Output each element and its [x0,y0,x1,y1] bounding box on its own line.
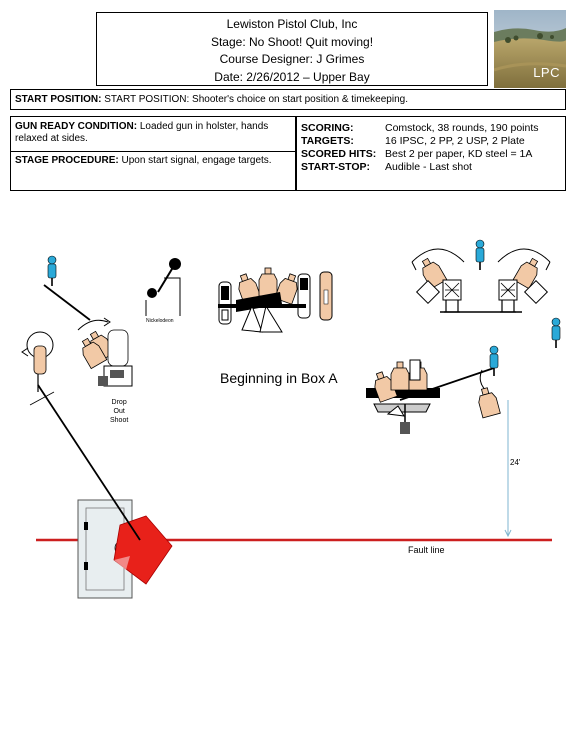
red-wedge-shape [113,515,173,585]
scored-hits-value: Best 2 per paper, KD steel = 1A [385,148,533,160]
gun-ready-label: GUN READY CONDITION: [15,121,138,132]
swinger-target-cluster-right [411,248,551,313]
beginning-label: Beginning in Box A [220,370,338,386]
targets-value: 16 IPSC, 2 PP, 2 USP, 2 Plate [385,135,525,147]
stage-date: Date: 2/26/2012 – Upper Bay [214,69,370,84]
nickelodeon-label: Nickelodeon [146,318,174,324]
scoring-box: SCORING: Comstock, 38 rounds, 190 points… [296,116,566,191]
start-position-text: START POSITION: Shooter's choice on star… [104,94,408,105]
scored-hits-key: SCORED HITS: [301,148,377,160]
drop-label-line: Shoot [110,417,129,424]
logo-text: LPC [533,65,560,80]
nickelodeon-target [145,258,181,316]
start-stop-key: START-STOP: [301,161,371,173]
gun-ready-condition: GUN READY CONDITION: Loaded gun in holst… [15,121,291,145]
right-target-array [366,359,440,434]
club-logo-photo: LPC [494,10,566,88]
stage-header: Lewiston Pistol Club, Inc Stage: No Shoo… [96,12,488,86]
start-position-bar: START POSITION: START POSITION: Shooter'… [10,89,566,110]
fault-line-label: Fault line [408,545,445,555]
course-designer: Course Designer: J Grimes [219,52,365,66]
no-shoot-target [551,317,561,349]
stage-procedure-text: Upon start signal, engage targets. [118,155,272,166]
swinger-target-left [21,331,54,392]
scoring-value: Comstock, 38 rounds, 190 points [385,122,539,134]
conditions-box: GUN READY CONDITION: Loaded gun in holst… [10,116,296,191]
stage-title: Stage: No Shoot! Quit moving! [210,34,374,49]
targets-key: TARGETS: [301,135,354,147]
stage-procedure-label: STAGE PROCEDURE: [15,155,119,166]
distance-label: 24' [510,458,521,467]
drop-label-line: Out [113,408,125,415]
no-shoot-target [475,239,485,271]
club-name: Lewiston Pistol Club, Inc [226,17,358,31]
center-target-array [218,267,333,333]
drop-out-target-cluster [76,317,133,387]
scoring-key: SCORING: [301,122,354,134]
drop-out-shoot-label: Drop Out Shoot [110,398,128,425]
no-shoot-target [489,345,499,377]
landscape-image [494,10,566,88]
start-stop-value: Audible - Last shot [385,161,472,173]
swinger-target-right [475,369,501,419]
drop-label-line: Drop [111,399,127,406]
section-divider [11,151,295,152]
no-shoot-target [47,255,57,287]
gun-ready-text: Loaded gun in holster, hands relaxed at … [15,121,269,144]
start-position-label: START POSITION: [15,94,102,105]
stage-procedure: STAGE PROCEDURE: Upon start signal, enga… [15,155,291,167]
